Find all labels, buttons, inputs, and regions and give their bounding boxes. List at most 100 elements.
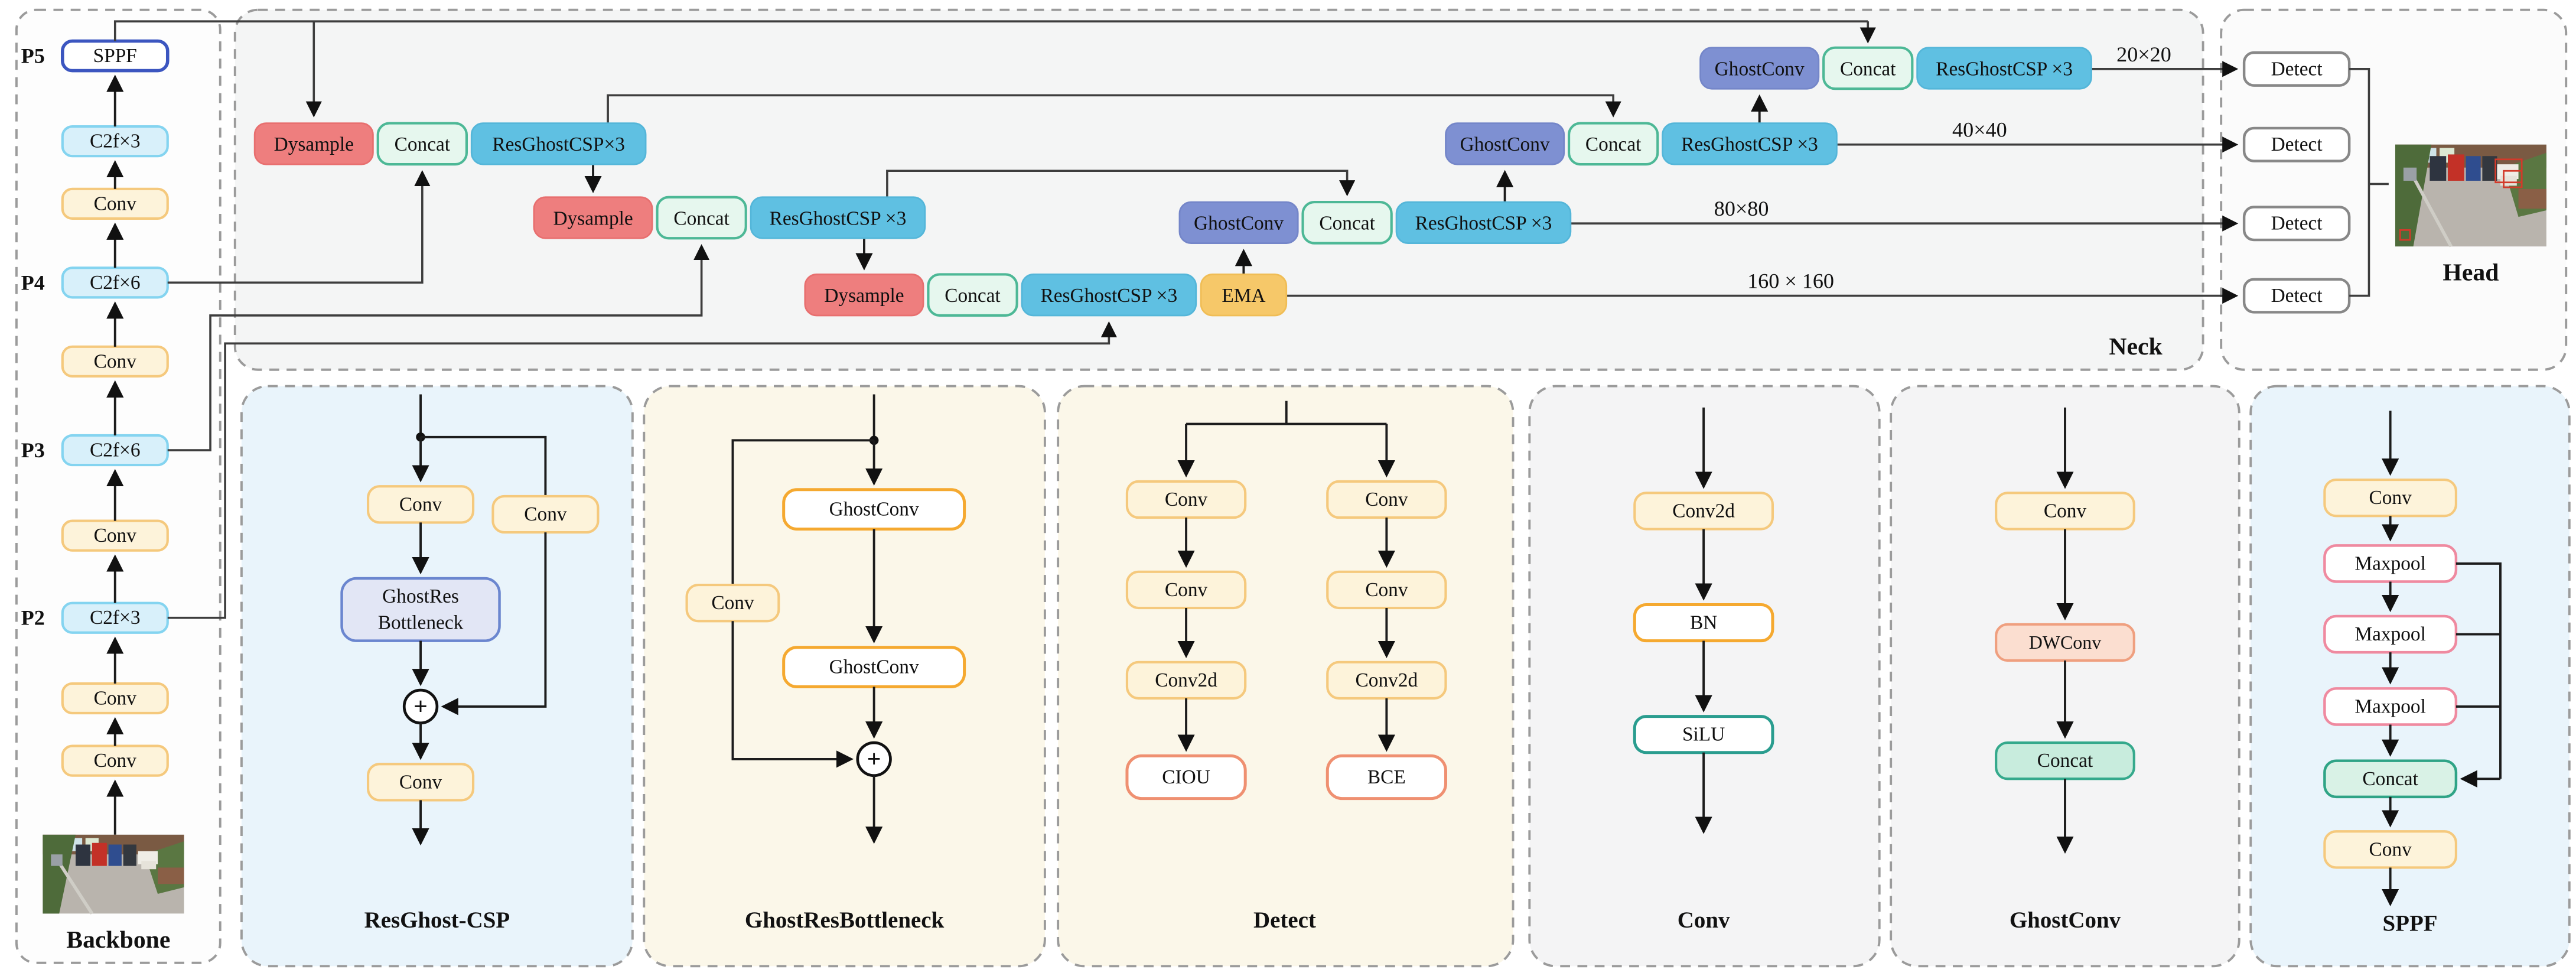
neck-resghostcsp-3-label: ResGhostCSP ×3 bbox=[1041, 285, 1178, 307]
neck-routing bbox=[113, 20, 2239, 619]
neck-resghostcsp-40-label: ResGhostCSP ×3 bbox=[1681, 134, 1818, 155]
output-photo bbox=[2395, 144, 2546, 248]
panel-sppf bbox=[2249, 385, 2571, 968]
detect-box-conv-2-label: Conv bbox=[1165, 579, 1208, 601]
pyramid-label-p4: P4 bbox=[21, 271, 45, 294]
neck-dysample-3-box bbox=[804, 274, 924, 317]
rgcsp-conv-top-label: Conv bbox=[399, 493, 442, 515]
head-detect-3-box bbox=[2242, 206, 2351, 242]
pyramid-label-p3: P3 bbox=[21, 438, 45, 462]
neck-concat-1-label: Concat bbox=[395, 134, 451, 155]
neck-resghostcsp-1-label: ResGhostCSP×3 bbox=[492, 134, 625, 155]
neck-dysample-3-label: Dysample bbox=[824, 285, 904, 307]
scale-label-80x80: 80×80 bbox=[1714, 197, 1769, 220]
conv-panel-silu-label: SiLU bbox=[1682, 724, 1725, 746]
backbone-conv1-box bbox=[61, 187, 169, 220]
sppf-maxpool-2-label: Maxpool bbox=[2354, 623, 2425, 645]
input-photo bbox=[43, 834, 184, 915]
backbone-c2f6-p3-label: C2f×6 bbox=[90, 440, 141, 461]
neck-concat-3-box bbox=[927, 273, 1018, 317]
neck-resghostcsp-1-box bbox=[470, 122, 647, 165]
detection-boxes bbox=[2399, 158, 2523, 241]
neck-dysample-2-box bbox=[533, 196, 653, 239]
backbone-conv4-label: Conv bbox=[94, 687, 137, 709]
conv-panel-bn-label: BN bbox=[1690, 612, 1717, 634]
detect-box-conv-1-label: Conv bbox=[1165, 489, 1208, 510]
grb-add-symbol: + bbox=[867, 746, 881, 773]
grb-ghostconv-1-label: GhostConv bbox=[829, 499, 919, 520]
backbone-c2f6-p4-label: C2f×6 bbox=[90, 272, 141, 294]
neck-resghostcsp-80-label: ResGhostCSP ×3 bbox=[1415, 213, 1552, 235]
neck-ghostconv-80-box bbox=[1178, 201, 1299, 244]
head-detect-2-label: Detect bbox=[2271, 134, 2323, 155]
backbone-conv1-label: Conv bbox=[94, 193, 137, 214]
detect-ciou-box bbox=[1125, 754, 1247, 801]
neck-dysample-1-label: Dysample bbox=[274, 134, 354, 155]
conv-panel-conv2d-label: Conv2d bbox=[1672, 500, 1735, 522]
neck-concat-20-label: Concat bbox=[1840, 58, 1896, 80]
panel-resghost-csp bbox=[240, 385, 634, 968]
neck-dysample-1-box bbox=[253, 122, 374, 165]
sppf-maxpool-1-label: Maxpool bbox=[2354, 552, 2425, 574]
neck-resghostcsp-2-box bbox=[750, 196, 926, 239]
head-detect-4-label: Detect bbox=[2271, 285, 2323, 307]
detect-cls-conv2d-label: Conv2d bbox=[1356, 669, 1418, 691]
backbone: P5 P4 P3 P2 SPPF C2f×3 Conv C2f×6 Conv C… bbox=[21, 39, 184, 954]
neck-container bbox=[233, 8, 2204, 371]
pyramid-label-p5: P5 bbox=[21, 44, 45, 68]
grb-conv-side-label: Conv bbox=[711, 592, 754, 614]
ghostconv-panel-title: GhostConv bbox=[2010, 907, 2121, 933]
sppf-concat-label: Concat bbox=[2362, 768, 2418, 790]
detect-bce-box bbox=[1326, 754, 1447, 801]
scale-label-160x160: 160 × 160 bbox=[1747, 269, 1834, 293]
neck-ghostconv-20-label: GhostConv bbox=[1715, 58, 1805, 80]
neck-ema-label: EMA bbox=[1222, 285, 1265, 307]
rgcsp-conv-out-label: Conv bbox=[399, 771, 442, 793]
neck-ema-box bbox=[1200, 274, 1288, 317]
head-bracket bbox=[2349, 68, 2370, 297]
ghostconv-panel-conv-label: Conv bbox=[2044, 500, 2087, 522]
sppf-panel: Conv Maxpool Maxpool Maxpool Concat Conv… bbox=[2323, 411, 2502, 936]
neck-concat-80-box bbox=[1301, 200, 1393, 245]
neck-concat-40-box bbox=[1567, 122, 1659, 166]
scale-label-40x40: 40×40 bbox=[1952, 118, 2007, 142]
neck-concat-80-label: Concat bbox=[1319, 213, 1375, 235]
grb-ghostconv-2-label: GhostConv bbox=[829, 656, 919, 678]
neck-ghostconv-20-box bbox=[1699, 47, 1820, 90]
ghostresbottleneck-title: GhostResBottleneck bbox=[745, 907, 945, 933]
backbone-conv5-label: Conv bbox=[94, 750, 137, 772]
backbone-conv2-label: Conv bbox=[94, 350, 137, 372]
sppf-maxpool-3-label: Maxpool bbox=[2354, 695, 2425, 717]
backbone-container bbox=[15, 8, 222, 964]
neck-concat-20-box bbox=[1822, 46, 1914, 90]
neck-concat-2-label: Concat bbox=[673, 207, 730, 229]
sppf-conv-2-label: Conv bbox=[2369, 838, 2412, 860]
sppf-skip-connections bbox=[2455, 562, 2502, 788]
rgcsp-bottleneck-label-1: GhostRes bbox=[382, 585, 459, 607]
detect-cls-conv-1-label: Conv bbox=[1365, 489, 1408, 510]
rgcsp-conv-side-label: Conv bbox=[524, 503, 567, 525]
detect-panel: Conv Conv Conv2d CIOU Conv Conv Conv2d B… bbox=[1125, 401, 1447, 933]
head-detect-3-label: Detect bbox=[2271, 213, 2323, 235]
neck-concat-2-box bbox=[656, 196, 747, 240]
neck-ghostconv-40-box bbox=[1445, 122, 1565, 165]
conv-panel: Conv2d BN SiLU Conv bbox=[1633, 407, 1774, 933]
ghostconv-panel-dwconv-label: DWConv bbox=[2029, 632, 2102, 653]
detect-cls-conv-2-label: Conv bbox=[1365, 579, 1408, 601]
detect-box-conv2d-label: Conv2d bbox=[1155, 669, 1217, 691]
neck: Dysample Concat ResGhostCSP×3 Dysample C… bbox=[253, 43, 2171, 360]
resghost-csp-panel: Conv Conv GhostRes Bottleneck + Conv Res… bbox=[340, 394, 600, 933]
neck-title: Neck bbox=[2109, 333, 2163, 360]
neck-ghostconv-80-label: GhostConv bbox=[1194, 213, 1284, 235]
sppf-panel-title: SPPF bbox=[2383, 911, 2438, 936]
neck-resghostcsp-3-box bbox=[1021, 274, 1197, 317]
detect-bce-label: BCE bbox=[1367, 766, 1406, 788]
panel-detect bbox=[1057, 385, 1515, 968]
backbone-title: Backbone bbox=[66, 926, 170, 954]
backbone-sppf-label: SPPF bbox=[93, 45, 137, 67]
ghostresbottleneck-panel: GhostConv Conv GhostConv + GhostResBottl… bbox=[685, 394, 966, 933]
head: Detect Detect Detect Detect bbox=[2242, 51, 2546, 314]
sppf-conv-1-label: Conv bbox=[2369, 487, 2412, 509]
resghost-csp-title: ResGhost-CSP bbox=[364, 907, 510, 933]
detect-title: Detect bbox=[1253, 907, 1316, 933]
